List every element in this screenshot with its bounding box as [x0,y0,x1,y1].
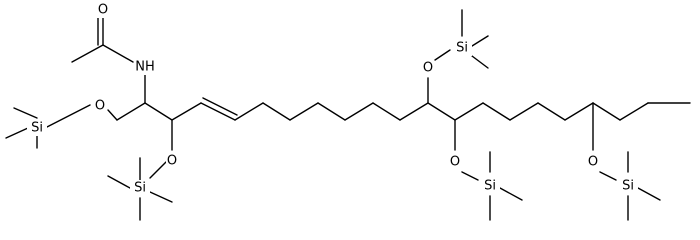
atom-label-o-allylic: O [167,154,177,169]
bond-o-si-bm [461,171,479,181]
bond-o-si-br [599,171,617,181]
atom-label-si-bottom-right: Si [622,179,634,194]
atom-label-si-top: Si [456,41,468,56]
atom-label-si-bottom-mid: Si [484,179,496,194]
bond-c13-c14 [454,102,484,121]
bond-si-left-me2 [13,107,38,119]
atom-label-o-lower-right: O [588,155,598,170]
bond-c4-c5-double-second [202,97,238,116]
bond-c19-c20 [619,102,649,121]
atom-label-background [422,60,434,76]
bond-c18-c19 [592,102,621,121]
bond-c3-c4 [171,102,202,121]
atom-label-nh: NH [135,60,155,75]
atom-label-o-lower-mid: O [450,155,460,170]
atom-label-background [480,178,500,194]
bond-c14-c15 [482,102,511,121]
bond-si-bl-me2 [107,175,131,189]
bond-o-si-left [44,104,91,129]
atom-label-background [449,154,461,170]
bonds [5,9,691,221]
bond-c10-c11 [372,102,401,121]
bond-c17-c18 [564,102,594,121]
bond-c2-c3 [144,102,173,121]
bond-c1-o [107,109,118,121]
atom-label-background [135,59,155,75]
atom-label-background [166,153,178,169]
bond-o-si-bl [149,161,167,179]
bond-si-top-me2 [471,35,489,47]
bond-c11-c12 [399,102,429,121]
bond-c12-c13 [427,102,456,121]
bond-si-left-me3 [5,127,29,139]
atom-label-background [452,40,472,56]
atom-label-background [27,120,47,136]
bond-si-br-me2 [637,187,661,201]
bond-c4-c5-double [200,102,236,121]
bond-acetyl-methyl [71,44,104,63]
atom-label-o-carbonyl: O [98,3,108,18]
bond-acyl-n [102,44,134,63]
atom-label-background [618,178,638,194]
bond-c9-c10 [344,102,374,121]
atom-label-background [97,2,109,18]
atom-label-o-upper: O [423,61,433,76]
bond-c8-c9 [317,102,346,121]
bond-si-bm-me2 [499,187,523,201]
bond-c7-c8 [289,102,319,121]
atom-label-background [94,98,106,114]
atom-label-o-primary: O [95,99,105,114]
bond-si-top-me3 [471,55,489,69]
bond-c2-c1 [116,102,146,121]
bond-si-bl-me4 [149,191,173,203]
atom-label-si-left: Si [31,121,43,136]
atom-label-si-bottom-left: Si [134,181,146,196]
bond-o-si-top [434,49,451,61]
bond-c16-c17 [537,102,566,121]
atom-label-background [130,180,150,196]
bond-c5-c6 [234,102,264,121]
bond-c6-c7 [262,102,291,121]
bond-c15-c16 [509,102,539,121]
atom-label-background [587,154,599,170]
